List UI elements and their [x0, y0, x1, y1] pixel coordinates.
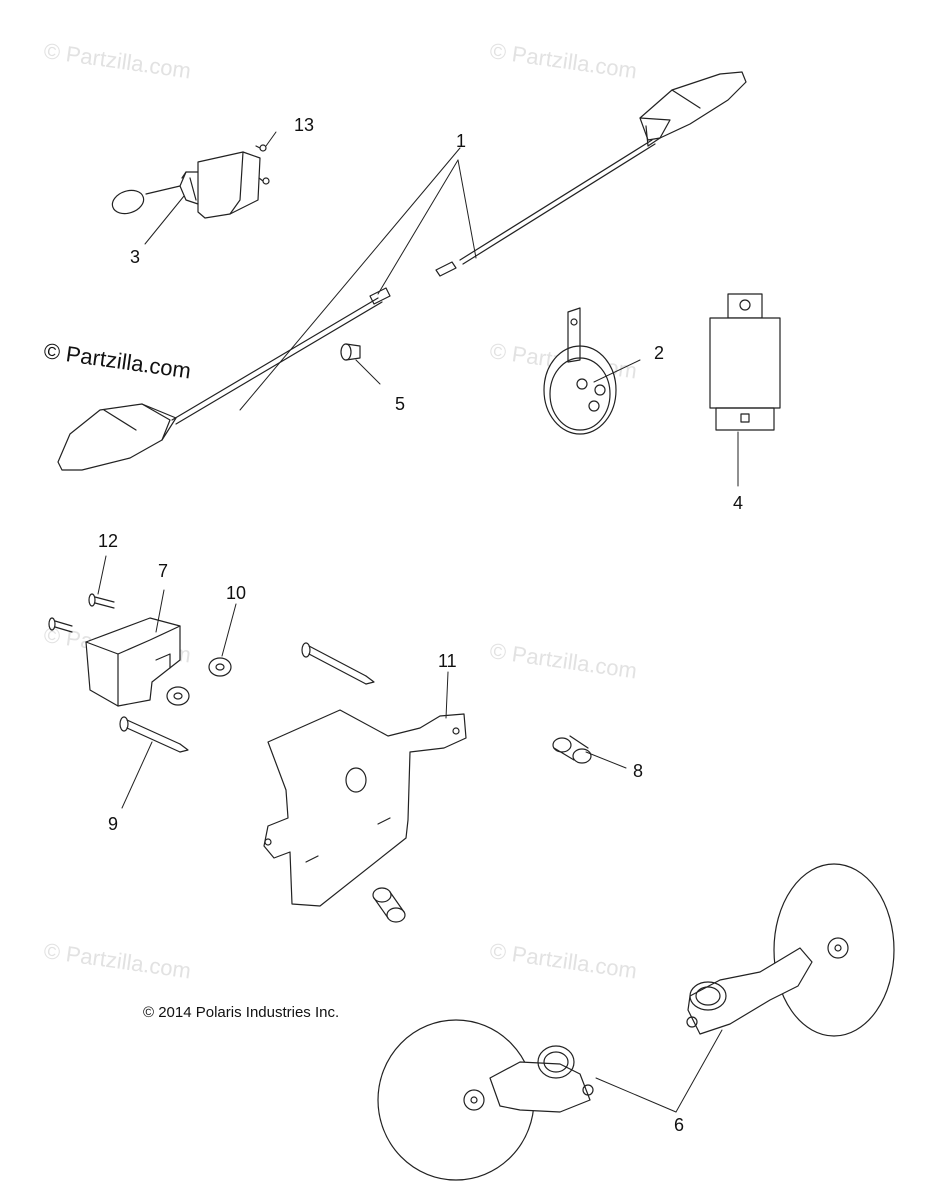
- spacer-part-10: [166, 657, 232, 706]
- mounting-plate-part-11: [263, 709, 467, 907]
- callout-7: 7: [158, 561, 169, 581]
- callout-4: 4: [733, 493, 744, 513]
- turn-signal-part-1-right: [435, 71, 747, 277]
- callout-9: 9: [108, 814, 119, 834]
- pin-part-5: [340, 343, 361, 361]
- copyright-notice: © 2014 Polaris Industries Inc.: [143, 1004, 340, 1021]
- callout-10: 10: [226, 583, 247, 603]
- callout-11: 11: [438, 651, 457, 671]
- callout-12: 12: [98, 531, 119, 551]
- switch-part-3: [111, 151, 261, 219]
- callout-8: 8: [633, 761, 644, 781]
- spacer-part-8: [552, 735, 592, 764]
- callout-1: 1: [456, 131, 467, 151]
- mirror-part-6-left: [377, 1019, 594, 1181]
- horn-part-2: [543, 307, 617, 435]
- spacer-lower: [372, 887, 406, 923]
- bolt-part-12: [88, 593, 115, 609]
- callout-6: 6: [674, 1115, 685, 1135]
- bolt-small-left: [48, 617, 73, 633]
- relay-part-4: [709, 293, 781, 431]
- callout-2: 2: [654, 343, 665, 363]
- bracket-part-7: [85, 617, 181, 707]
- bolt-part-9: [119, 716, 189, 753]
- bolt-long-middle: [301, 642, 375, 685]
- callout-13: 13: [294, 115, 315, 135]
- mirror-part-6-right: [686, 863, 895, 1037]
- screw-part-13: [255, 144, 270, 185]
- callout-5: 5: [395, 394, 406, 414]
- turn-signal-part-1-left: [57, 287, 391, 471]
- leader-lines: [97, 131, 739, 1113]
- callout-3: 3: [130, 247, 141, 267]
